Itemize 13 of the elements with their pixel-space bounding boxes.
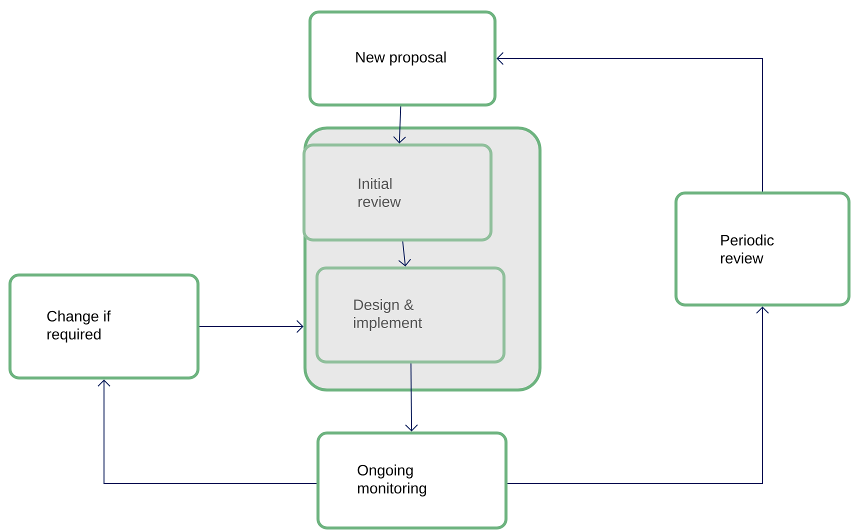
arrow — [199, 320, 304, 333]
arrow — [496, 52, 763, 192]
arrow — [98, 380, 317, 484]
process-box: Ongoing monitoring — [316, 432, 508, 530]
process-box: Initial review — [302, 144, 492, 242]
process-box: Design & implement — [316, 266, 506, 364]
arrow — [398, 241, 412, 266]
arrow — [507, 306, 769, 484]
process-box: Change if required — [8, 274, 200, 380]
arrow — [405, 363, 418, 432]
arrow — [393, 106, 406, 144]
process-box: Periodic review — [674, 192, 850, 306]
process-box: New proposal — [308, 10, 496, 106]
